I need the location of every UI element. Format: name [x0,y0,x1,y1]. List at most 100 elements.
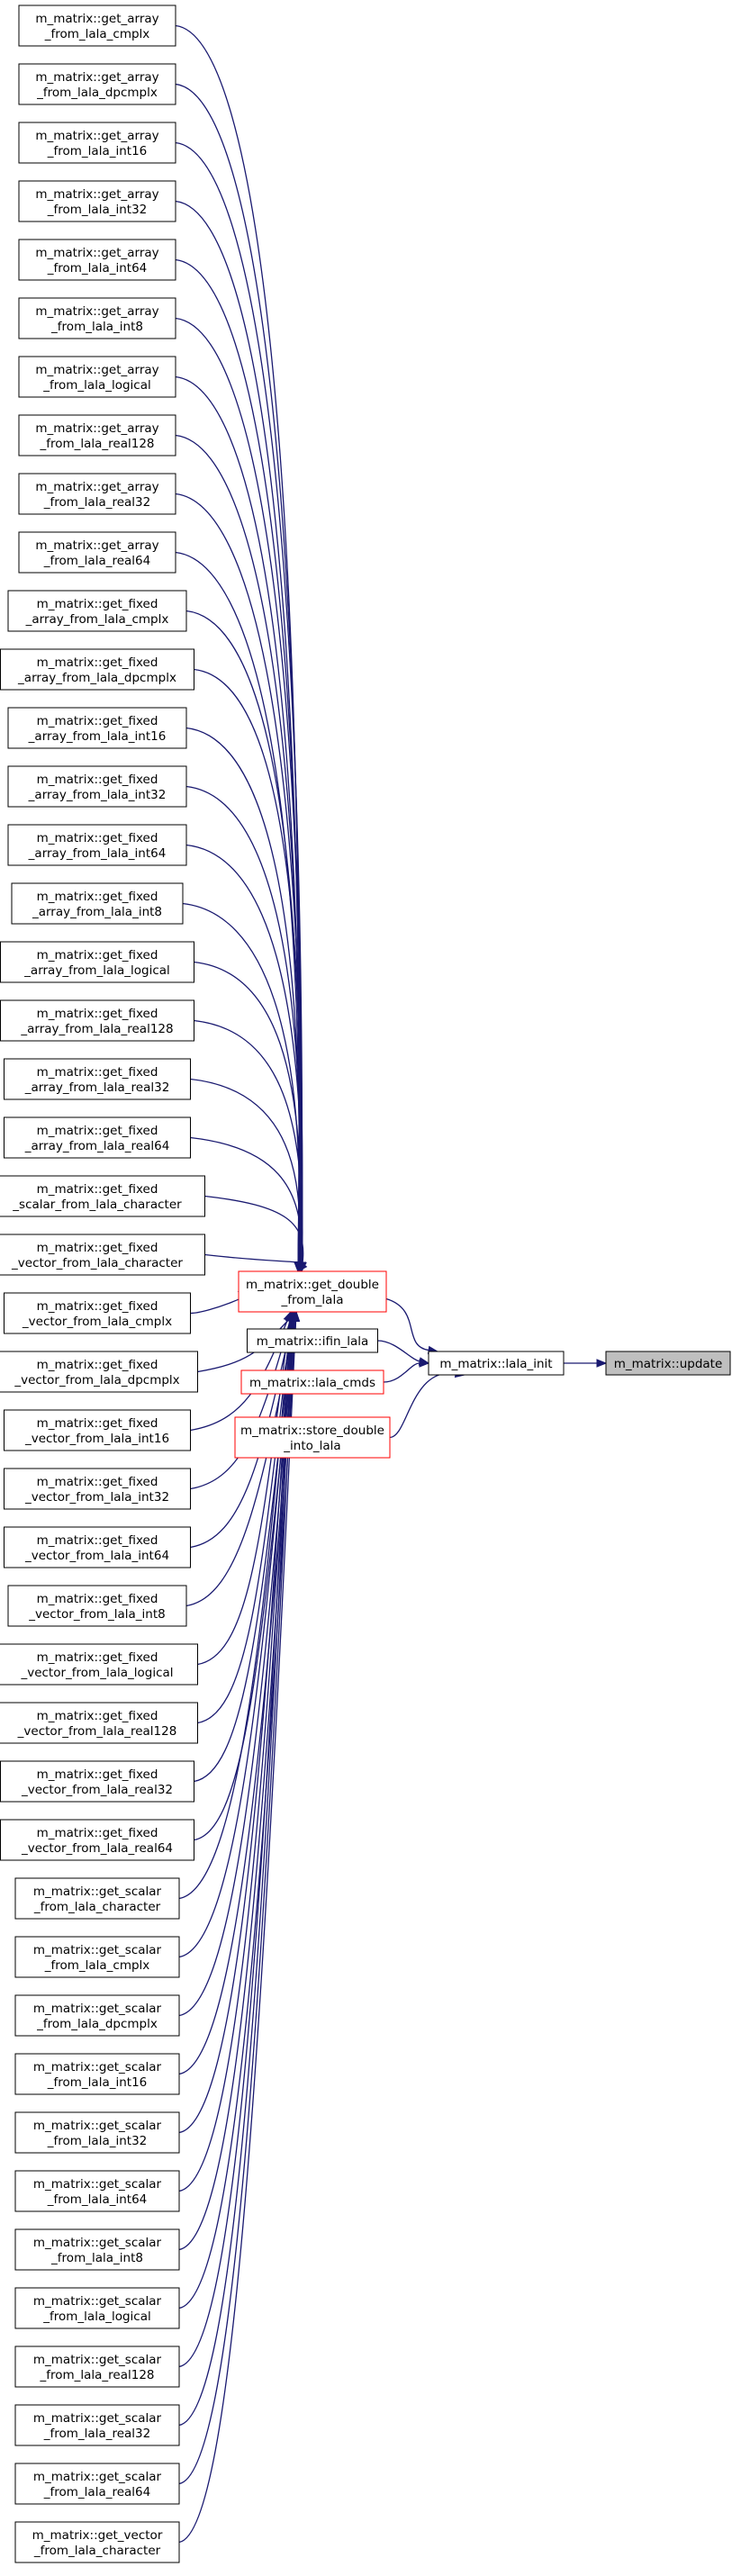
node-ifin-lala[interactable]: m_matrix::ifin_lala [247,1328,378,1353]
node-get-fixed-vector-from-lala-logical[interactable]: m_matrix::get_fixed_vector_from_lala_log… [0,1643,198,1686]
node-get-fixed-vector-from-lala-character[interactable]: m_matrix::get_fixed_vector_from_lala_cha… [0,1234,205,1276]
node-store-double-into-lala-label-2: _into_lala [283,1439,340,1453]
node-get-vector-from-lala-character[interactable]: m_matrix::get_vector_from_lala_character [14,2521,180,2563]
node-get-array-from-lala-real64[interactable]: m_matrix::get_array_from_lala_real64 [18,531,176,574]
node-get-scalar-from-lala-int8-label-1: m_matrix::get_scalar [33,2236,162,2250]
node-get-array-from-lala-dpcmplx[interactable]: m_matrix::get_array_from_lala_dpcmplx [18,63,176,105]
node-get-double-from-lala-box [238,1270,387,1313]
node-get-fixed-array-from-lala-cmplx-box [7,590,187,632]
edge-14-to-get-double-line [185,844,303,1263]
node-store-double-into-lala[interactable]: m_matrix::store_double_into_lala [234,1416,391,1459]
node-get-array-from-lala-real32[interactable]: m_matrix::get_array_from_lala_real32 [18,473,176,515]
node-get-fixed-array-from-lala-int32-label-1: m_matrix::get_fixed [37,773,158,787]
node-get-fixed-vector-from-lala-dpcmplx[interactable]: m_matrix::get_fixed_vector_from_lala_dpc… [0,1351,198,1393]
node-get-fixed-array-from-lala-cmplx[interactable]: m_matrix::get_fixed_array_from_lala_cmpl… [7,590,187,632]
node-get-fixed-vector-from-lala-character-label-1: m_matrix::get_fixed [37,1241,158,1255]
edge-32-to-get-double-line [178,1320,291,1900]
node-get-scalar-from-lala-int64[interactable]: m_matrix::get_scalar_from_lala_int64 [14,2170,180,2212]
node-get-fixed-vector-from-lala-int16-box [4,1409,191,1451]
node-get-array-from-lala-int32[interactable]: m_matrix::get_array_from_lala_int32 [18,180,176,222]
node-get-array-from-lala-logical[interactable]: m_matrix::get_array_from_lala_logical [18,356,176,398]
node-get-fixed-array-from-lala-int16[interactable]: m_matrix::get_fixed_array_from_lala_int1… [7,707,187,749]
node-get-array-from-lala-int8[interactable]: m_matrix::get_array_from_lala_int8 [18,297,176,339]
node-get-scalar-from-lala-real64[interactable]: m_matrix::get_scalar_from_lala_real64 [14,2463,180,2505]
node-get-fixed-array-from-lala-real64[interactable]: m_matrix::get_fixed_array_from_lala_real… [4,1116,191,1159]
node-get-fixed-vector-from-lala-logical-box [0,1643,198,1686]
node-get-fixed-vector-from-lala-int8[interactable]: m_matrix::get_fixed_vector_from_lala_int… [7,1585,187,1627]
node-get-scalar-from-lala-character[interactable]: m_matrix::get_scalar_from_lala_character [14,1877,180,1920]
node-get-scalar-from-lala-real128[interactable]: m_matrix::get_scalar_from_lala_real128 [14,2346,180,2388]
node-get-array-from-lala-logical-box [18,356,176,398]
node-get-array-from-lala-int8-label-1: m_matrix::get_array [35,304,158,319]
node-get-fixed-array-from-lala-int8[interactable]: m_matrix::get_fixed_array_from_lala_int8 [11,882,184,925]
edge-3-to-get-double [175,200,303,1273]
node-get-fixed-array-from-lala-real32[interactable]: m_matrix::get_fixed_array_from_lala_real… [4,1058,191,1100]
node-get-scalar-from-lala-cmplx[interactable]: m_matrix::get_scalar_from_lala_cmplx [14,1936,180,1978]
edge-8-to-get-double [175,493,306,1273]
node-get-fixed-scalar-from-lala-character-box [0,1175,205,1217]
node-get-fixed-vector-from-lala-int16[interactable]: m_matrix::get_fixed_vector_from_lala_int… [4,1409,191,1451]
edge-42-to-get-double-line [178,1320,295,2485]
node-get-scalar-from-lala-real64-label-1: m_matrix::get_scalar [33,2470,162,2484]
node-lala-cmds[interactable]: m_matrix::lala_cmds [240,1369,384,1395]
node-get-array-from-lala-dpcmplx-box [18,63,176,105]
node-get-fixed-vector-from-lala-cmplx-label-2: _vector_from_lala_cmplx [22,1315,172,1329]
node-ifin-lala-box [247,1328,378,1353]
node-get-array-from-lala-int16[interactable]: m_matrix::get_array_from_lala_int16 [18,122,176,164]
node-get-fixed-array-from-lala-real32-box [4,1058,191,1100]
node-get-fixed-vector-from-lala-real32[interactable]: m_matrix::get_fixed_vector_from_lala_rea… [0,1760,194,1803]
node-get-array-from-lala-int8-label-2: _from_lala_int8 [50,320,143,334]
node-get-scalar-from-lala-character-label-2: _from_lala_character [33,1900,161,1914]
node-get-scalar-from-lala-dpcmplx-box [14,1994,180,2037]
node-get-scalar-from-lala-int16-label-1: m_matrix::get_scalar [33,2060,162,2074]
node-get-fixed-scalar-from-lala-character[interactable]: m_matrix::get_fixed_scalar_from_lala_cha… [0,1175,205,1217]
edge-lala-init-to-update [564,1359,608,1368]
node-get-array-from-lala-real64-label-1: m_matrix::get_array [35,538,158,553]
node-get-fixed-array-from-lala-int8-label-1: m_matrix::get_fixed [37,890,158,904]
node-get-fixed-array-from-lala-real128-label-2: _array_from_lala_real128 [20,1022,173,1036]
node-get-fixed-vector-from-lala-real128[interactable]: m_matrix::get_fixed_vector_from_lala_rea… [0,1702,198,1744]
node-get-array-from-lala-int8-box [18,297,176,339]
node-get-fixed-vector-from-lala-cmplx[interactable]: m_matrix::get_fixed_vector_from_lala_cmp… [4,1292,191,1334]
node-get-scalar-from-lala-real32[interactable]: m_matrix::get_scalar_from_lala_real32 [14,2404,180,2446]
node-get-scalar-from-lala-int32-box [14,2111,180,2154]
node-get-array-from-lala-real64-label-2: _from_lala_real64 [43,554,150,568]
node-get-fixed-vector-from-lala-int32-label-1: m_matrix::get_fixed [37,1475,158,1489]
edge-40-to-get-double-line [178,1320,292,2368]
node-get-scalar-from-lala-int32[interactable]: m_matrix::get_scalar_from_lala_int32 [14,2111,180,2154]
node-get-scalar-from-lala-int8[interactable]: m_matrix::get_scalar_from_lala_int8 [14,2228,180,2271]
node-get-fixed-array-from-lala-logical[interactable]: m_matrix::get_fixed_array_from_lala_logi… [0,941,194,983]
node-store-double-into-lala-box [234,1416,391,1459]
node-update[interactable]: m_matrix::update [605,1351,731,1376]
node-get-scalar-from-lala-int16[interactable]: m_matrix::get_scalar_from_lala_int16 [14,2053,180,2095]
node-get-array-from-lala-real32-label-2: _from_lala_real32 [43,495,150,510]
node-get-fixed-vector-from-lala-int64[interactable]: m_matrix::get_fixed_vector_from_lala_int… [4,1526,191,1568]
edge-28-to-get-double [197,1310,294,1666]
node-get-array-from-lala-real128-label-2: _from_lala_real128 [39,437,154,451]
node-get-fixed-array-from-lala-cmplx-label-1: m_matrix::get_fixed [37,597,158,611]
node-get-array-from-lala-int64[interactable]: m_matrix::get_array_from_lala_int64 [18,239,176,281]
edge-11-to-get-double [194,668,306,1273]
node-get-scalar-from-lala-logical[interactable]: m_matrix::get_scalar_from_lala_logical [14,2287,180,2329]
node-get-fixed-vector-from-lala-cmplx-box [4,1292,191,1334]
edge-17-to-get-double-line [194,1019,303,1263]
node-get-fixed-array-from-lala-int64[interactable]: m_matrix::get_fixed_array_from_lala_int6… [7,824,187,866]
node-get-array-from-lala-cmplx[interactable]: m_matrix::get_array_from_lala_cmplx [18,5,176,47]
node-get-fixed-vector-from-lala-cmplx-label-1: m_matrix::get_fixed [37,1299,158,1314]
node-get-fixed-array-from-lala-dpcmplx[interactable]: m_matrix::get_fixed_array_from_lala_dpcm… [0,648,194,691]
node-get-double-from-lala[interactable]: m_matrix::get_double_from_lala [238,1270,387,1313]
node-get-fixed-vector-from-lala-int32[interactable]: m_matrix::get_fixed_vector_from_lala_int… [4,1468,191,1510]
node-lala-init-label-1: m_matrix::lala_init [439,1357,552,1371]
node-get-scalar-from-lala-dpcmplx[interactable]: m_matrix::get_scalar_from_lala_dpcmplx [14,1994,180,2037]
node-get-fixed-array-from-lala-int32[interactable]: m_matrix::get_fixed_array_from_lala_int3… [7,765,187,808]
edge-5-to-get-double-line [175,317,303,1263]
node-lala-init[interactable]: m_matrix::lala_init [428,1351,565,1376]
node-get-array-from-lala-real128[interactable]: m_matrix::get_array_from_lala_real128 [18,414,176,456]
node-get-fixed-array-from-lala-real128[interactable]: m_matrix::get_fixed_array_from_lala_real… [0,999,194,1042]
node-get-fixed-vector-from-lala-dpcmplx-label-2: _vector_from_lala_dpcmplx [14,1373,179,1387]
node-get-vector-from-lala-character-box [14,2521,180,2563]
node-get-array-from-lala-int16-label-1: m_matrix::get_array [35,129,158,143]
node-get-fixed-vector-from-lala-real64[interactable]: m_matrix::get_fixed_vector_from_lala_rea… [0,1819,194,1861]
node-get-fixed-array-from-lala-dpcmplx-label-2: _array_from_lala_dpcmplx [17,671,176,685]
nodes-layer: m_matrix::get_double_from_lalam_matrix::… [0,5,731,2563]
